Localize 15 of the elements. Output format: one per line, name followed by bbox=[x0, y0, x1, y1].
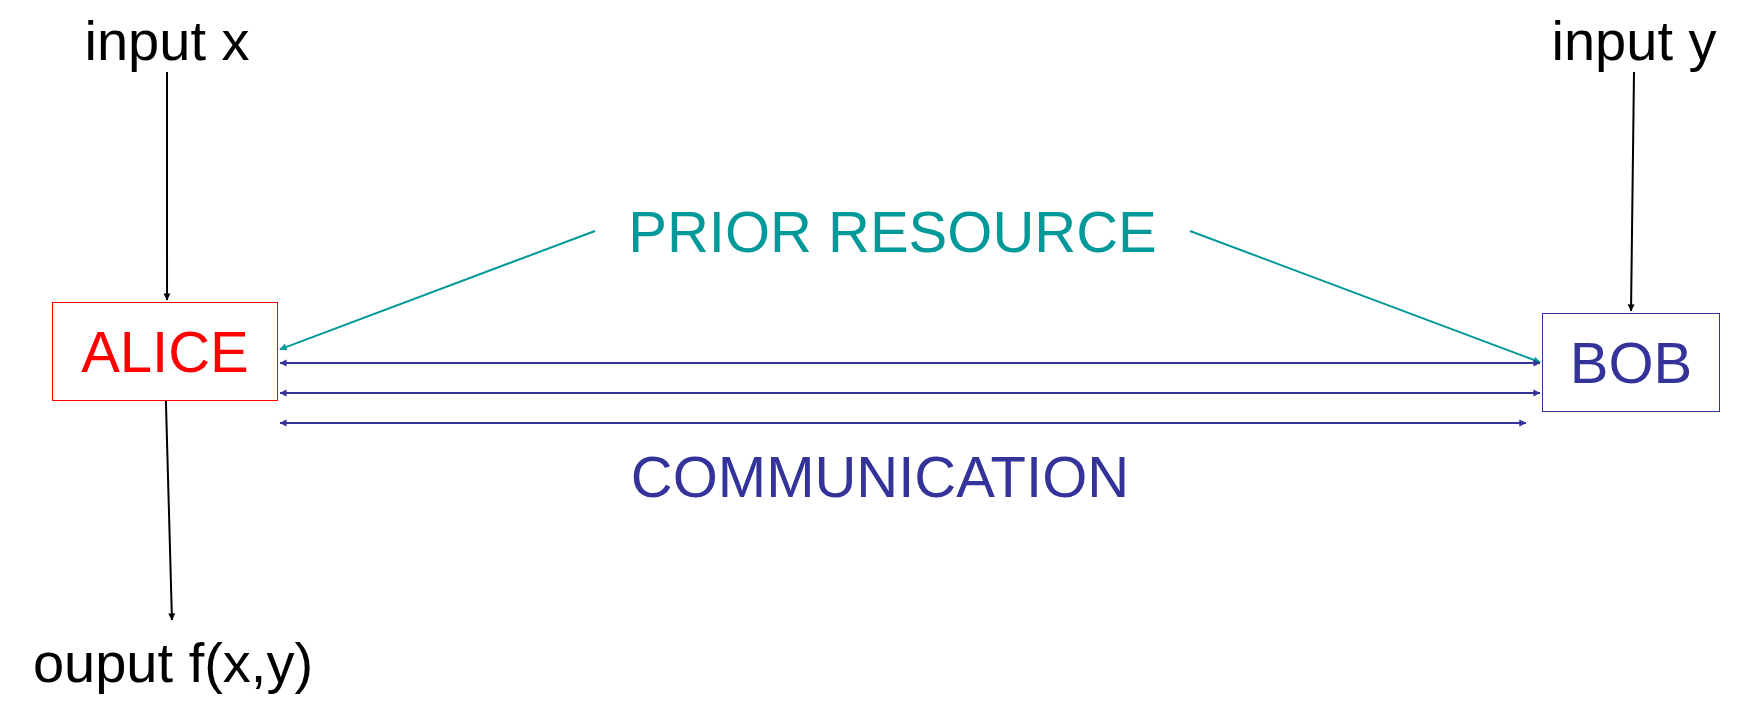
party-box: BOB bbox=[1542, 313, 1720, 412]
party-box: ALICE bbox=[52, 302, 278, 401]
arrow bbox=[279, 359, 1541, 367]
io-label: input y bbox=[1529, 8, 1739, 72]
channel-label: COMMUNICATION bbox=[629, 442, 1131, 511]
arrow bbox=[163, 71, 171, 301]
arrow bbox=[278, 230, 596, 351]
arrow bbox=[279, 389, 1541, 397]
arrow bbox=[1189, 230, 1542, 364]
io-label: input x bbox=[62, 8, 272, 72]
resource-label: PRIOR RESOURCE bbox=[595, 196, 1190, 266]
arrow bbox=[164, 400, 176, 621]
arrow bbox=[279, 419, 1527, 427]
io-label: ouput f(x,y) bbox=[8, 622, 338, 702]
arrow bbox=[1627, 71, 1635, 312]
